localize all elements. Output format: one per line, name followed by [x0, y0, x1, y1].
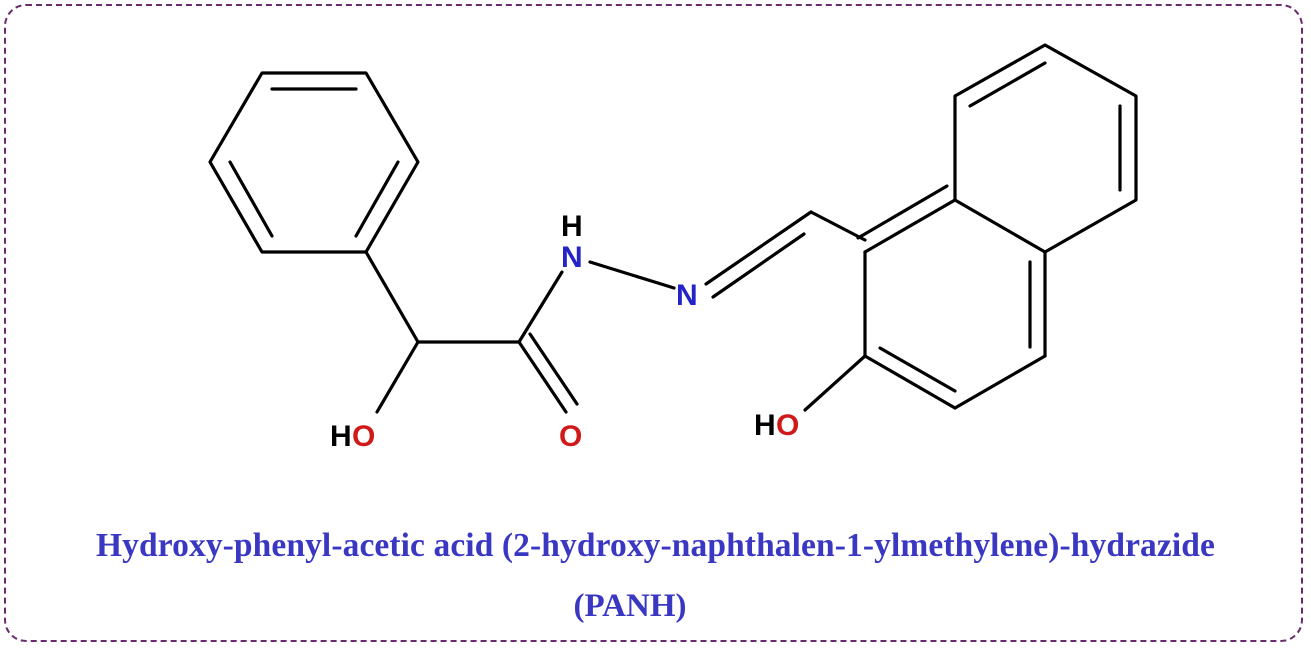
hydroxyl-right-h-label: H: [754, 409, 776, 442]
hydroxyl-left-o-label: O: [352, 420, 375, 453]
naphthalene-rings: [803, 43, 1138, 412]
backbone-bonds: [364, 210, 867, 414]
carbonyl-oxygen-label: O: [559, 420, 582, 453]
phenyl-ring: [208, 71, 420, 254]
hydroxyl-right-o-label: O: [776, 409, 799, 442]
dashed-frame: [4, 4, 1303, 642]
nh-hydrogen-label: H: [561, 210, 583, 243]
hydroxyl-left-h-label: H: [330, 420, 352, 453]
compound-abbreviation: (PANH): [573, 588, 687, 624]
imine-nitrogen-label: N: [676, 279, 698, 312]
compound-name: Hydroxy-phenyl-acetic acid (2-hydroxy-na…: [96, 527, 1215, 564]
nh-nitrogen-label: N: [561, 241, 583, 274]
